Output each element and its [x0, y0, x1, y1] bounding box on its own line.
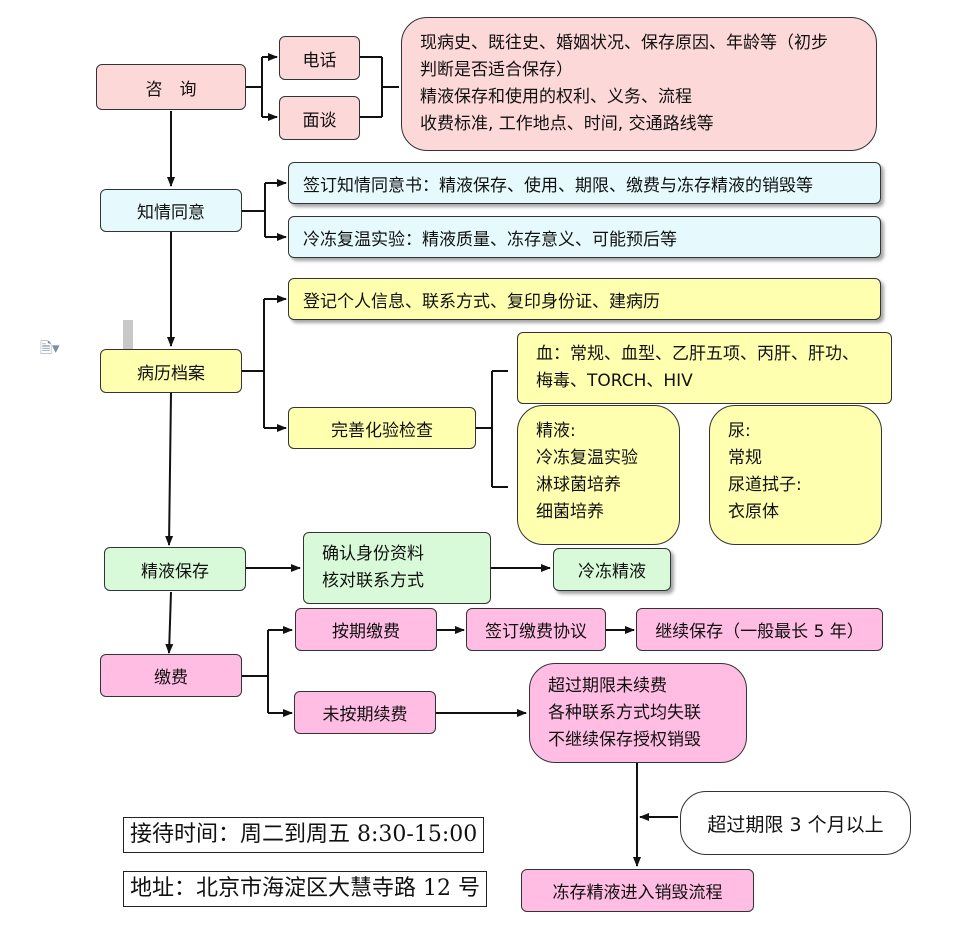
verify-identity-node: 确认身份资料 核对联系方式 [303, 532, 491, 604]
verify-identity-line: 确认身份资料 [322, 544, 424, 564]
unpaid-renewal-label: 未按期续费 [322, 705, 408, 725]
medical-record-node: 病历档案 [100, 349, 242, 393]
semen-tests-node: 精液: 冷冻复温实验 淋球菌培养 细菌培养 [517, 405, 680, 545]
blood-tests-line: 梅毒、TORCH、HIV [536, 371, 693, 391]
overdue-condition-line: 不继续保存授权销毁 [548, 729, 701, 750]
sign-consent-label: 签订知情同意书：精液保存、使用、期限、缴费与冻存精液的销毁等 [303, 175, 813, 196]
destruction-process-label: 冻存精液进入销毁流程 [552, 883, 723, 903]
payment-label: 缴费 [154, 668, 188, 688]
informed-consent-label: 知情同意 [137, 203, 205, 223]
lab-tests-node: 完善化验检查 [288, 407, 476, 449]
informed-consent-node: 知情同意 [100, 189, 242, 232]
thaw-test-node: 冷冻复温实验：精液质量、冻存意义、可能预后等 [288, 216, 881, 258]
freeze-semen-label: 冷冻精液 [578, 562, 646, 582]
thaw-test-label: 冷冻复温实验：精液质量、冻存意义、可能预后等 [303, 229, 677, 250]
blood-tests-line: 血：常规、血型、乙肝五项、丙肝、肝功、 [536, 344, 859, 364]
consult-note-line: 收费标准, 工作地点、时间, 交通路线等 [420, 114, 714, 134]
urine-tests-line: 常规 [728, 448, 762, 468]
consult-label: 咨 询 [145, 79, 197, 100]
overdue-three-months-node: 超过期限 3 个月以上 [680, 791, 911, 855]
phone-node: 电话 [279, 36, 360, 80]
unpaid-renewal-node: 未按期续费 [294, 691, 436, 734]
overdue-three-months-label: 超过期限 3 个月以上 [707, 813, 884, 836]
blood-tests-node: 血：常规、血型、乙肝五项、丙肝、肝功、 梅毒、TORCH、HIV [517, 332, 892, 404]
overdue-condition-line: 超过期限未续费 [548, 675, 667, 696]
register-info-node: 登记个人信息、联系方式、复印身份证、建病历 [288, 278, 881, 320]
semen-tests-line: 细菌培养 [536, 502, 604, 522]
address: 地址：北京市海淀区大慧寺路 12 号 [123, 871, 487, 907]
register-info-label: 登记个人信息、联系方式、复印身份证、建病历 [303, 291, 660, 312]
continue-storage-label: 继续保存（一般最长 5 年） [655, 622, 864, 642]
semen-tests-line: 精液: [536, 421, 576, 441]
sign-payment-agreement-node: 签订缴费协议 [466, 608, 606, 651]
document-icon: 🗎▾ [40, 339, 60, 357]
urine-tests-line: 尿道拭子: [728, 475, 802, 495]
urine-tests-node: 尿: 常规 尿道拭子: 衣原体 [709, 405, 882, 545]
consult-node: 咨 询 [96, 64, 246, 110]
urine-tests-line: 尿: [728, 421, 751, 441]
text-cursor-marker [123, 320, 133, 372]
semen-tests-line: 冷冻复温实验 [536, 448, 638, 468]
consult-note-line: 现病史、既往史、婚姻状况、保存原因、年龄等（初步 [420, 33, 828, 53]
consult-notes-node: 现病史、既往史、婚姻状况、保存原因、年龄等（初步 判断是否适合保存） 精液保存和… [401, 17, 877, 151]
payment-node: 缴费 [100, 654, 242, 697]
semen-storage-label: 精液保存 [141, 561, 209, 582]
interview-node: 面谈 [279, 96, 360, 140]
interview-label: 面谈 [302, 110, 337, 131]
pay-on-time-label: 按期缴费 [332, 622, 400, 642]
reception-hours: 接待时间：周二到周五 8:30-15:00 [123, 817, 485, 853]
continue-storage-node: 继续保存（一般最长 5 年） [636, 608, 883, 651]
verify-identity-line: 核对联系方式 [322, 571, 424, 591]
lab-tests-label: 完善化验检查 [331, 420, 433, 441]
freeze-semen-node: 冷冻精液 [553, 548, 671, 591]
consult-note-line: 精液保存和使用的权利、义务、流程 [420, 87, 692, 107]
semen-storage-node: 精液保存 [104, 547, 246, 591]
semen-tests-line: 淋球菌培养 [536, 475, 621, 495]
consult-note-line: 判断是否适合保存） [420, 60, 573, 80]
sign-payment-agreement-label: 签订缴费协议 [485, 622, 587, 642]
destruction-process-node: 冻存精液进入销毁流程 [521, 869, 754, 912]
overdue-conditions-node: 超过期限未续费 各种联系方式均失联 不继续保存授权销毁 [529, 663, 747, 763]
overdue-condition-line: 各种联系方式均失联 [548, 702, 701, 723]
medical-record-label: 病历档案 [137, 363, 205, 384]
sign-consent-node: 签订知情同意书：精液保存、使用、期限、缴费与冻存精液的销毁等 [288, 162, 881, 204]
pay-on-time-node: 按期缴费 [295, 608, 437, 651]
urine-tests-line: 衣原体 [728, 502, 779, 522]
phone-label: 电话 [302, 50, 337, 71]
